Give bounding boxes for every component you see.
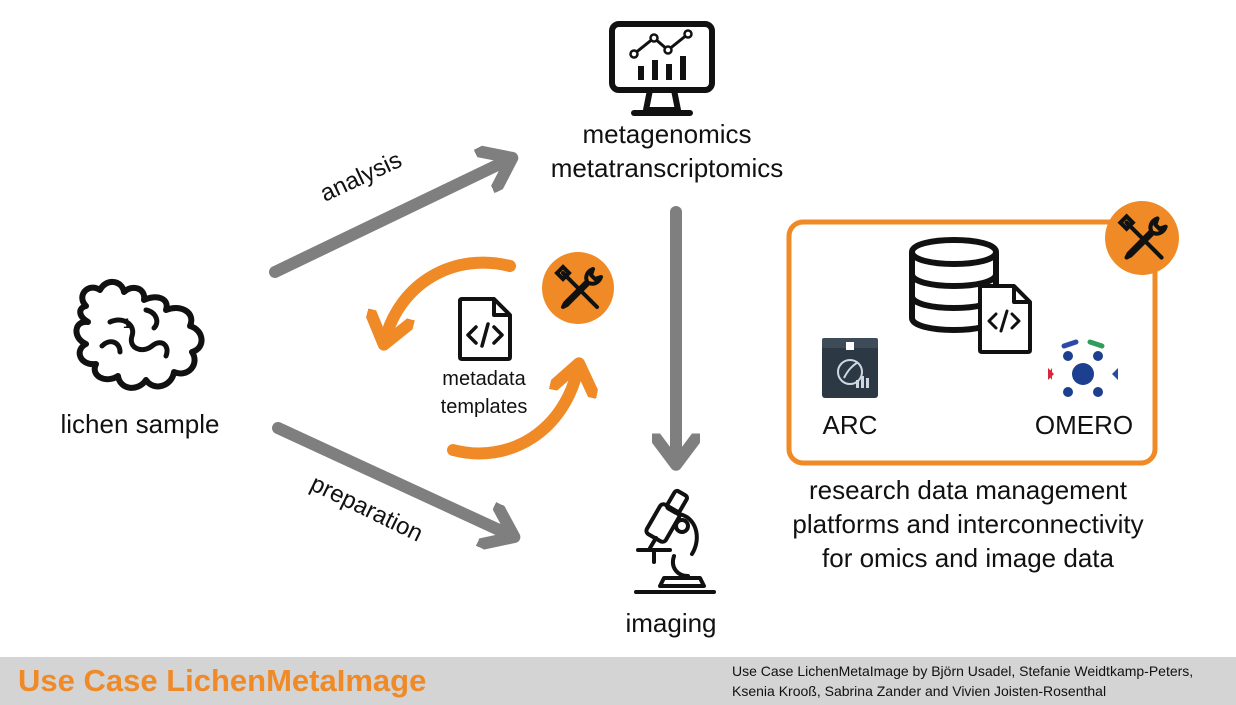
platform-caption-line1: research data management [809, 475, 1127, 505]
lichen-sample-label: lichen sample [60, 409, 220, 439]
lichen-icon: 1 [73, 279, 205, 391]
platform-caption-line2: platforms and interconnectivity [792, 509, 1144, 539]
tools-icon [1105, 201, 1179, 275]
preparation-arrow [272, 422, 510, 535]
analysis-arrow [269, 160, 508, 278]
templates-label: templates [440, 396, 528, 418]
code-document-icon [458, 297, 512, 361]
omero-logo-icon [1048, 339, 1118, 397]
svg-text:1: 1 [123, 315, 131, 331]
platform-frame [786, 219, 1158, 466]
platform-caption-line3: for omics and image data [822, 543, 1114, 573]
footer-credit-line2: Ksenia Krooß, Sabrina Zander and Vivien … [732, 683, 1107, 699]
tools-icon [542, 252, 614, 324]
arc-logo-icon [822, 338, 878, 398]
database-icon [909, 237, 1032, 354]
diagram-layer [269, 0, 1158, 657]
metadata-label: metadata [442, 368, 526, 390]
metatranscriptomics-label: metatranscriptomics [550, 153, 784, 183]
omero-label: OMERO [1034, 410, 1134, 440]
metagenomics-label: metagenomics [582, 119, 752, 149]
footer-bar: Use Case LichenMetaImage Use Case Lichen… [0, 657, 1236, 705]
metadata-cycle-arrow-top [385, 256, 516, 340]
metadata-cycle-arrow-bottom [447, 368, 578, 460]
arc-label: ARC [822, 410, 878, 440]
footer-credit-line1: Use Case LichenMetaImage by Björn Usadel… [732, 663, 1194, 679]
imaging-label: imaging [625, 608, 717, 638]
monitor-chart-icon [609, 21, 715, 116]
footer-credit: Use Case LichenMetaImage by Björn Usadel… [732, 661, 1193, 701]
footer-title: Use Case LichenMetaImage [18, 663, 427, 698]
microscope-icon [634, 488, 716, 594]
